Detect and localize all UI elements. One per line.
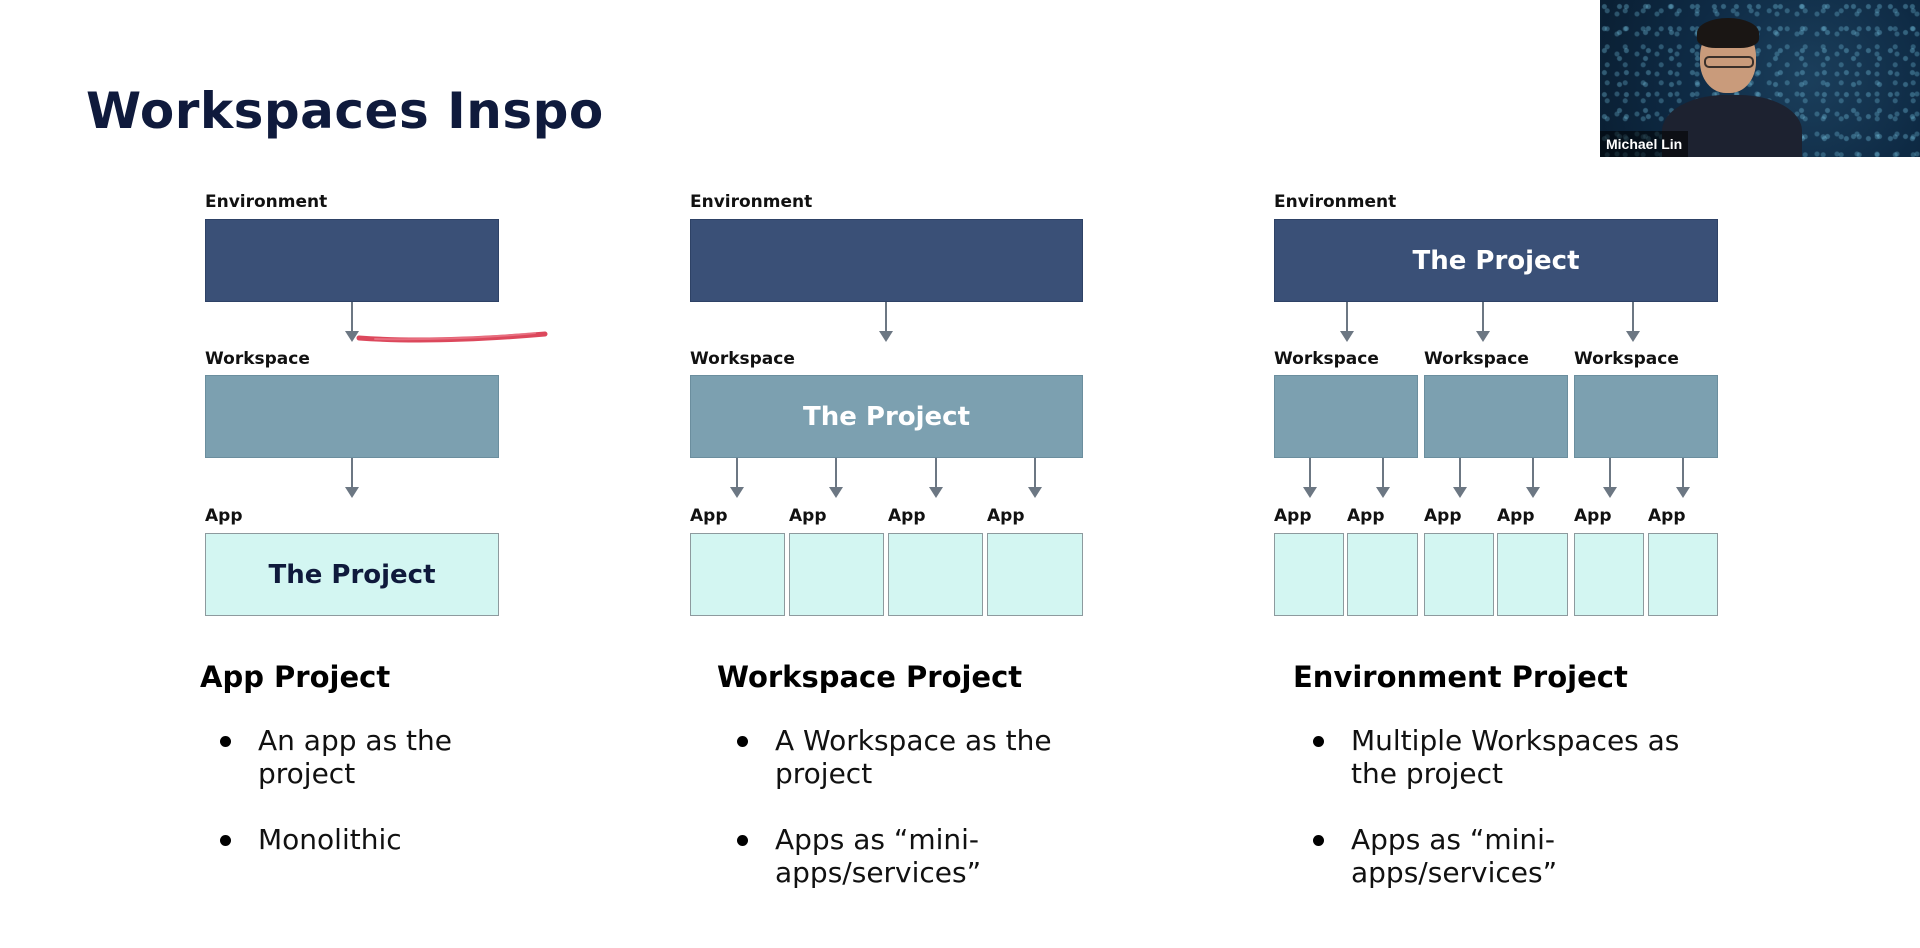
arrow-down-icon	[1676, 458, 1690, 498]
app-label: App	[789, 506, 827, 526]
arrow-down-icon	[1028, 458, 1042, 498]
bullet-list: A Workspace as the project Apps as “mini…	[717, 724, 1137, 889]
app-box	[1574, 533, 1644, 616]
bullet-item: An app as the project	[200, 724, 518, 790]
column-heading: Workspace Project	[717, 660, 1023, 694]
participant-video-figure	[1704, 56, 1754, 68]
app-label: App	[1574, 506, 1612, 526]
arrow-down-icon	[1603, 458, 1617, 498]
participant-name-label: Michael Lin	[1600, 131, 1689, 157]
environment-box	[205, 219, 499, 302]
slide-title: Workspaces Inspo	[86, 82, 604, 140]
app-box	[1497, 533, 1568, 616]
workspace-box	[1274, 375, 1418, 458]
participant-video-tile[interactable]: Michael Lin	[1600, 0, 1920, 157]
workspace-box	[205, 375, 499, 458]
workspace-label: Workspace	[205, 349, 310, 369]
bullet-item: Multiple Workspaces as the project	[1293, 724, 1731, 790]
workspace-box-the-project: The Project	[690, 375, 1083, 458]
bullet-list: Multiple Workspaces as the project Apps …	[1293, 724, 1733, 889]
workspace-box	[1574, 375, 1718, 458]
workspace-box	[1424, 375, 1568, 458]
app-box	[1347, 533, 1418, 616]
column-app-project: App Project An app as the project Monoli…	[200, 660, 620, 889]
bullet-item: Apps as “mini-apps/services”	[1293, 823, 1651, 889]
workspace-label: Workspace	[1574, 349, 1679, 369]
app-label: App	[888, 506, 926, 526]
column-heading: Environment Project	[1293, 660, 1628, 694]
environment-label: Environment	[1274, 192, 1397, 212]
arrow-down-icon	[345, 302, 359, 342]
app-box	[789, 533, 884, 616]
arrow-down-icon	[1340, 302, 1354, 342]
column-workspace-project: Workspace Project A Workspace as the pro…	[717, 660, 1137, 922]
app-box	[1648, 533, 1718, 616]
workspace-label: Workspace	[690, 349, 795, 369]
app-box	[888, 533, 983, 616]
app-label: App	[1274, 506, 1312, 526]
pen-annotation-stroke	[356, 331, 548, 343]
bullet-list: An app as the project Monolithic	[200, 724, 620, 856]
workspace-label: Workspace	[1274, 349, 1379, 369]
app-box-the-project: The Project	[205, 533, 499, 616]
app-box	[690, 533, 785, 616]
environment-box-the-project: The Project	[1274, 219, 1718, 302]
arrow-down-icon	[1626, 302, 1640, 342]
column-environment-project: Environment Project Multiple Workspaces …	[1293, 660, 1733, 922]
arrow-down-icon	[829, 458, 843, 498]
arrow-down-icon	[879, 302, 893, 342]
arrow-down-icon	[929, 458, 943, 498]
environment-label: Environment	[205, 192, 328, 212]
arrow-down-icon	[1303, 458, 1317, 498]
app-label: App	[205, 506, 243, 526]
app-label: App	[690, 506, 728, 526]
app-label: App	[987, 506, 1025, 526]
app-label: App	[1347, 506, 1385, 526]
arrow-down-icon	[345, 458, 359, 498]
app-box	[1274, 533, 1344, 616]
app-box	[1424, 533, 1494, 616]
workspace-label: Workspace	[1424, 349, 1529, 369]
app-label: App	[1424, 506, 1462, 526]
app-label: App	[1497, 506, 1535, 526]
app-label: App	[1648, 506, 1686, 526]
bullet-item: Apps as “mini-apps/services”	[717, 823, 1075, 889]
arrow-down-icon	[1376, 458, 1390, 498]
app-box	[987, 533, 1083, 616]
environment-label: Environment	[690, 192, 813, 212]
environment-box	[690, 219, 1083, 302]
bullet-item: Monolithic	[200, 823, 620, 856]
column-heading: App Project	[200, 660, 391, 694]
bullet-item: A Workspace as the project	[717, 724, 1115, 790]
arrow-down-icon	[1526, 458, 1540, 498]
participant-video-figure	[1697, 18, 1759, 48]
arrow-down-icon	[730, 458, 744, 498]
arrow-down-icon	[1476, 302, 1490, 342]
arrow-down-icon	[1453, 458, 1467, 498]
